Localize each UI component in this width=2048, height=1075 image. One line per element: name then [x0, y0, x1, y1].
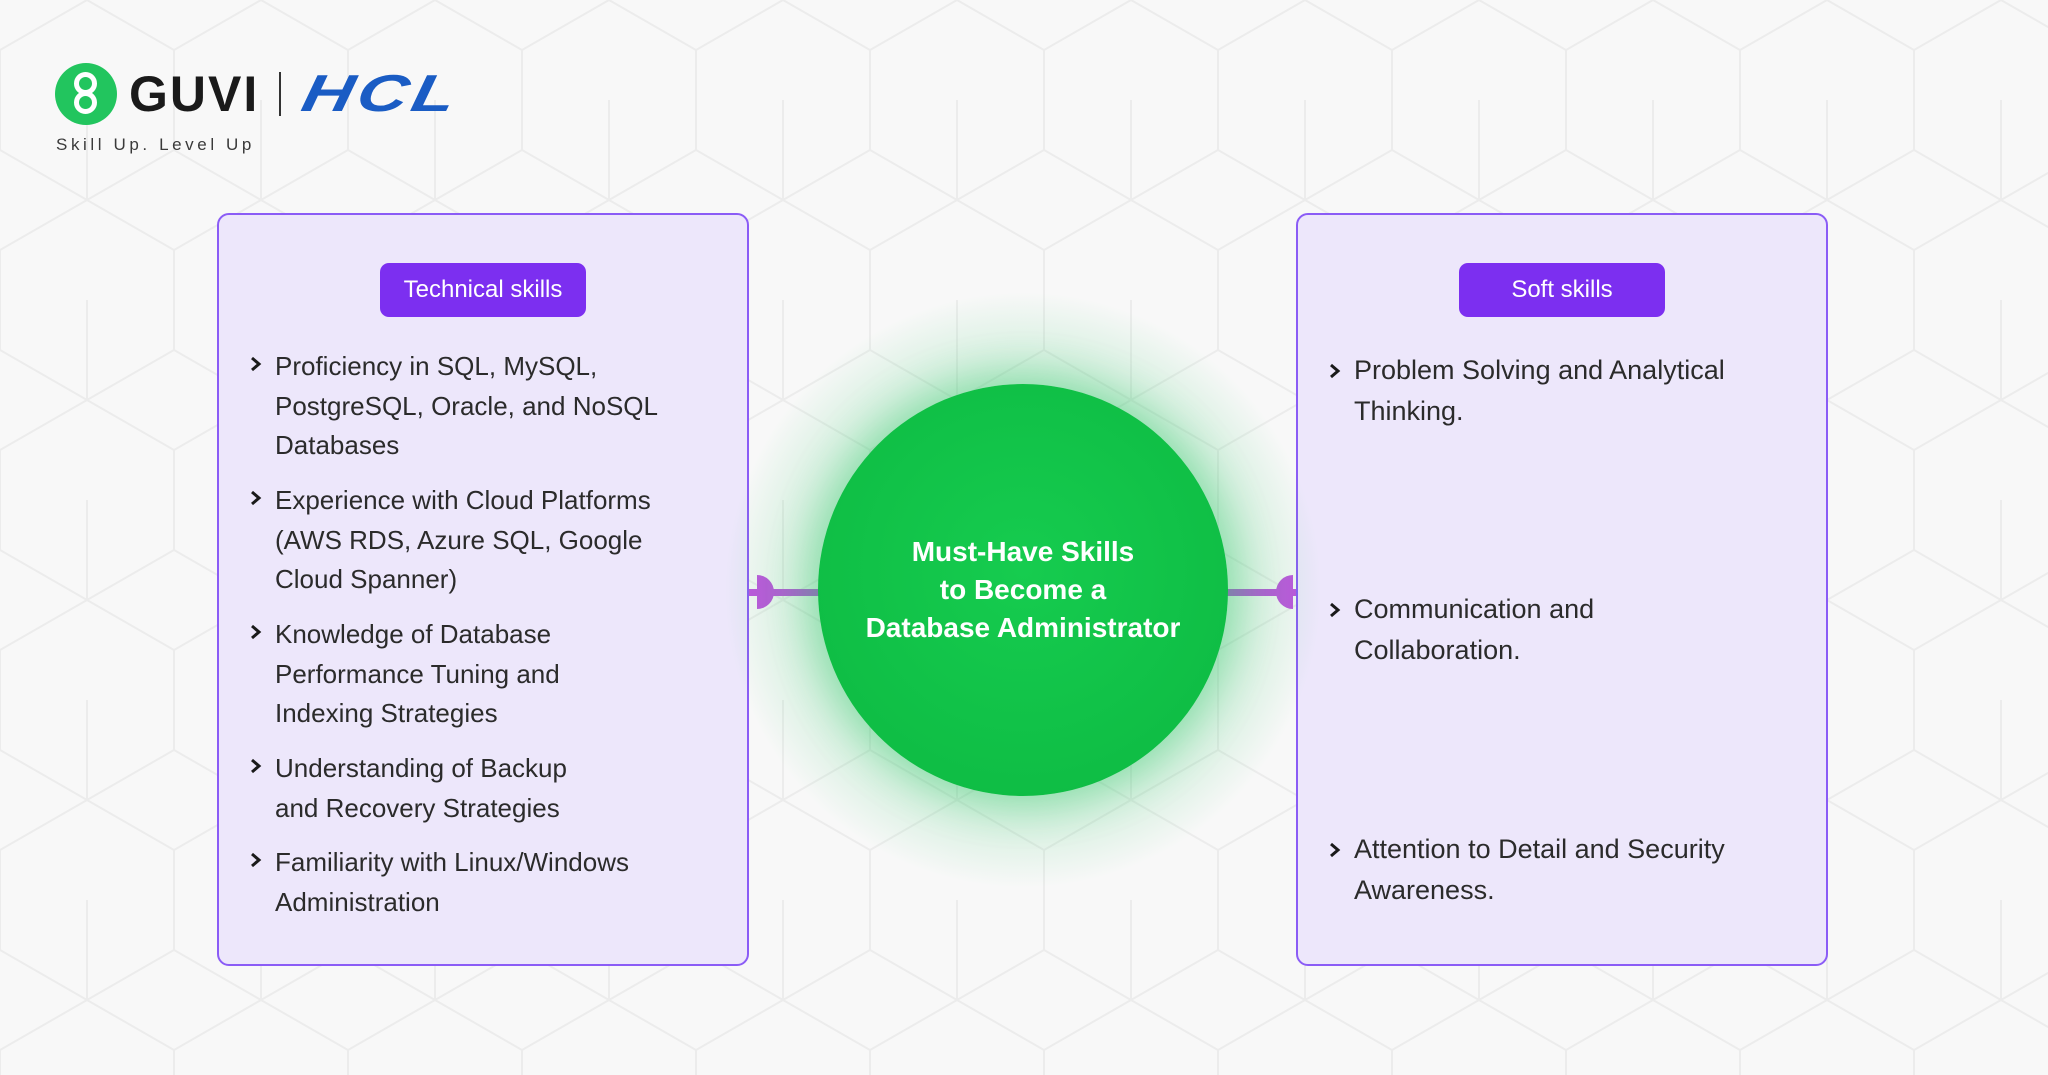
right-connector-line: [1226, 589, 1296, 596]
logo-divider: [279, 72, 282, 116]
technical-skills-heading: Technical skills: [380, 263, 586, 317]
skill-item-text: Experience with Cloud Platforms (AWS RDS,…: [275, 481, 726, 600]
guvi-logo-text: GUVI: [129, 66, 260, 122]
skill-item-line: Proficiency in SQL, MySQL,: [275, 351, 598, 381]
brand-tagline: Skill Up. Level Up: [56, 135, 255, 154]
central-topic-circle: Must-Have Skills to Become a Database Ad…: [818, 384, 1228, 796]
skill-item-line: Databases: [275, 430, 400, 460]
brand-logo: GUVI HCL: [55, 62, 466, 126]
skill-item-line: Thinking.: [1354, 396, 1464, 426]
central-title-line: Database Administrator: [865, 612, 1181, 643]
skill-item-text: Proficiency in SQL, MySQL, PostgreSQL, Or…: [275, 347, 726, 466]
central-title-line: Must-Have Skills: [911, 536, 1135, 567]
skill-item-line: Administration: [275, 886, 440, 917]
technical-skills-panel: Technical skills Proficiency in SQL, MyS…: [217, 213, 749, 966]
skill-item: Understanding of Backup and Recovery Stra…: [246, 749, 726, 828]
left-connector-line: [749, 589, 823, 596]
chevron-right-icon: [251, 356, 262, 372]
skill-item: Experience with Cloud Platforms (AWS RDS,…: [246, 481, 726, 600]
skill-item-line: Knowledge of Database: [275, 619, 552, 649]
chevron-right-icon: [1330, 363, 1341, 379]
skill-item-line: Indexing Strategies: [275, 698, 498, 728]
skill-item: Proficiency in SQL, MySQL, PostgreSQL, Or…: [246, 347, 726, 466]
skill-item-line: Communication and: [1354, 594, 1595, 624]
skill-item-text: Understanding of Backup and Recovery Stra…: [275, 749, 726, 828]
skill-item-line: (AWS RDS, Azure SQL, Google: [275, 524, 643, 555]
skill-item-line: Experience with Cloud Platforms: [275, 485, 651, 515]
skill-item-line: PostgreSQL, Oracle, and NoSQL: [275, 390, 658, 421]
chevron-right-icon: [251, 624, 262, 640]
chevron-right-icon: [1330, 602, 1341, 618]
skill-item-line: Attention to Detail and Security: [1354, 834, 1725, 864]
hcl-logo-text: HCL: [297, 65, 466, 123]
guvi-logo-icon: [55, 63, 117, 125]
skill-item-line: Cloud Spanner): [275, 564, 458, 594]
central-title-line: to Become a: [939, 574, 1107, 605]
skill-item-line: Familiarity with Linux/Windows: [275, 847, 629, 877]
chevron-right-icon: [251, 852, 262, 868]
soft-skills-heading: Soft skills: [1459, 263, 1665, 317]
skill-item-line: Problem Solving and Analytical: [1354, 355, 1725, 385]
right-connector-node: [1276, 575, 1293, 609]
skill-item-line: Performance Tuning and: [275, 658, 560, 689]
soft-skills-panel: Soft skills Problem Solving and Analytic…: [1296, 213, 1828, 966]
skill-item-line: Understanding of Backup: [275, 753, 567, 783]
skill-item-line: and Recovery Strategies: [275, 792, 560, 823]
skill-item-line: Awareness.: [1354, 875, 1495, 905]
chevron-right-icon: [251, 490, 262, 506]
chevron-right-icon: [251, 758, 262, 774]
skill-item-line: Collaboration.: [1354, 635, 1521, 665]
chevron-right-icon: [1330, 842, 1341, 858]
